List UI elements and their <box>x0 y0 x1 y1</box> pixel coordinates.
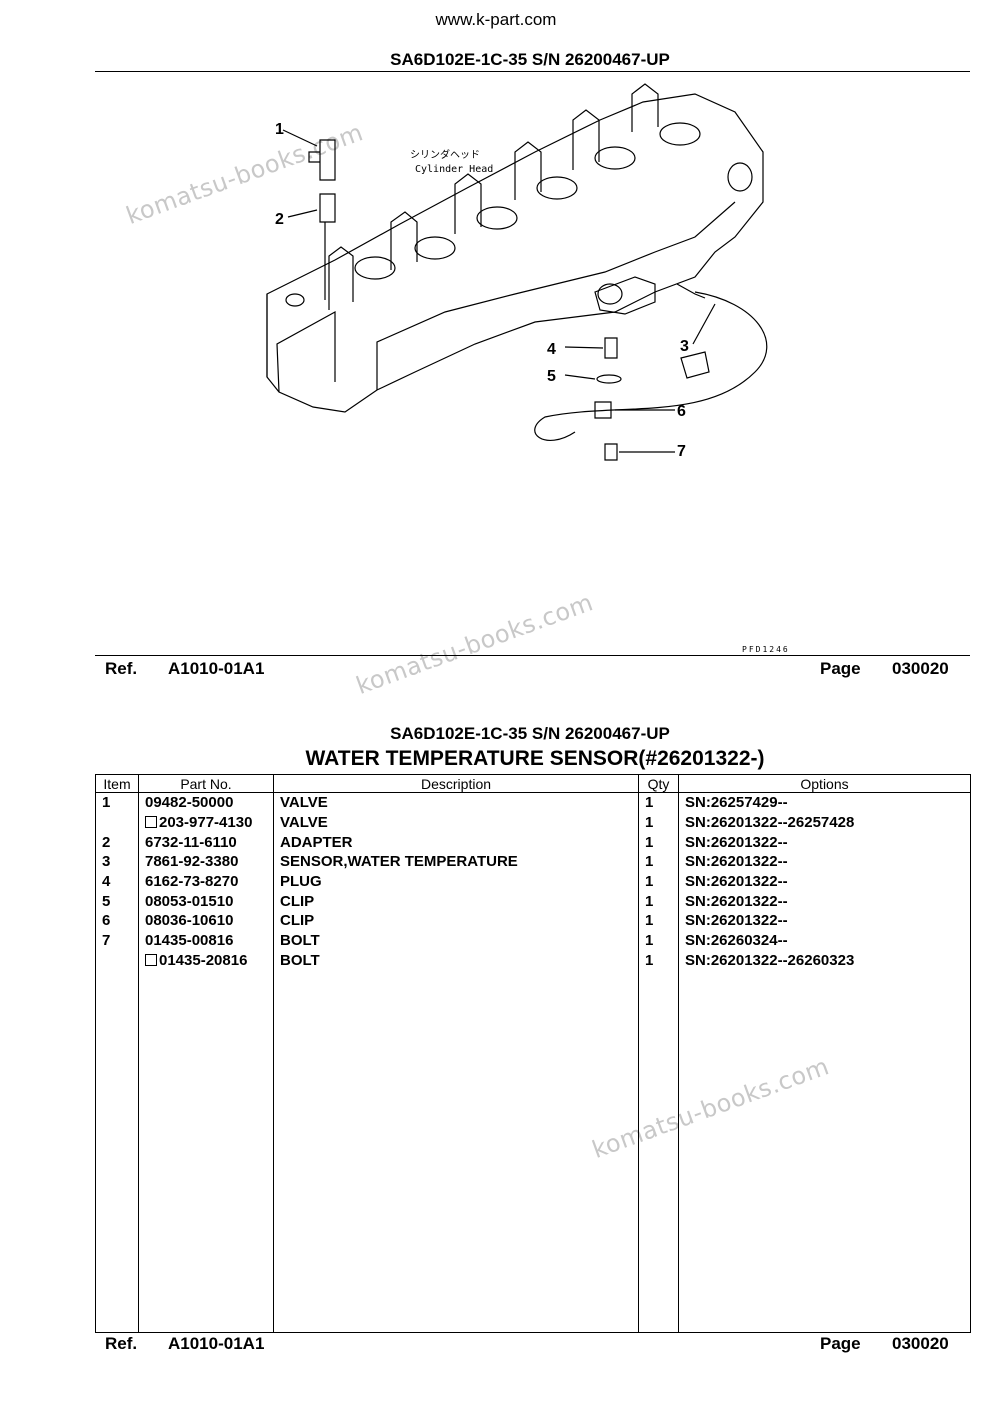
description-cell: VALVE <box>273 792 639 813</box>
options-cell: SN:26201322-- <box>678 911 971 931</box>
col-qty: Qty <box>638 774 679 793</box>
part-no-text: 7861-92-3380 <box>145 853 239 871</box>
col-description: Description <box>273 774 639 793</box>
ref-label-bottom: Ref. <box>105 1334 138 1353</box>
callout-3: 3 <box>680 338 689 355</box>
alternate-part-marker <box>145 953 157 966</box>
part-no-cell: 6162-73-8270 <box>138 871 274 892</box>
part-no-text: 08053-01510 <box>145 892 234 910</box>
qty-cell: 1 <box>638 812 679 833</box>
part-no-text: 203-977-4130 <box>159 814 253 832</box>
table-row: 7 01435-00816 BOLT 1 SN:26260324-- <box>95 930 971 951</box>
options-cell: SN:26201322--26260323 <box>678 950 971 971</box>
page-number-bottom: 030020 <box>892 1334 949 1353</box>
part-no-text: 6732-11-6110 <box>145 833 237 851</box>
site-url: www.k-part.com <box>435 10 557 29</box>
model-header-2: SA6D102E-1C-35 S/N 26200467-UP <box>390 724 670 743</box>
qty-cell: 1 <box>638 911 679 931</box>
item-cell: 3 <box>95 852 139 872</box>
diagram-label-jp: シリンダヘッド <box>410 148 480 161</box>
item-cell: 6 <box>95 911 139 931</box>
alternate-part-marker <box>145 816 157 829</box>
item-cell: 1 <box>95 792 139 813</box>
parts-table: Item Part No. Description Qty Options 1 … <box>95 774 971 1334</box>
table-row: 2 6732-11-6110 ADAPTER 1 SN:26201322-- <box>95 832 971 853</box>
description-cell: ADAPTER <box>273 832 639 853</box>
item-cell: 7 <box>95 930 139 951</box>
part-no-text: 01435-00816 <box>145 932 234 950</box>
ref-label: Ref. <box>105 659 138 678</box>
description-cell: VALVE <box>273 812 639 833</box>
page-label-bottom: Page <box>820 1334 861 1353</box>
callout-1: 1 <box>275 121 284 138</box>
description-cell: CLIP <box>273 891 639 912</box>
options-cell: SN:26260324-- <box>678 930 971 951</box>
ref-code: A1010-01A1 <box>168 659 265 678</box>
model-header: SA6D102E-1C-35 S/N 26200467-UP <box>390 50 670 69</box>
table-row: 4 6162-73-8270 PLUG 1 SN:26201322-- <box>95 871 971 892</box>
ref-code-bottom: A1010-01A1 <box>168 1334 265 1353</box>
qty-cell: 1 <box>638 792 679 813</box>
options-cell: SN:26201322-- <box>678 871 971 892</box>
qty-cell: 1 <box>638 891 679 912</box>
part-no-cell: 01435-00816 <box>138 930 274 951</box>
table-row: 6 08036-10610 CLIP 1 SN:26201322-- <box>95 911 971 931</box>
table-row: 1 09482-50000 VALVE 1 SN:26257429-- <box>95 792 971 813</box>
part-no-cell: 08036-10610 <box>138 911 274 931</box>
item-cell: 5 <box>95 891 139 912</box>
item-cell <box>95 950 139 971</box>
description-cell: SENSOR,WATER TEMPERATURE <box>273 852 639 872</box>
header-rule <box>95 71 970 72</box>
part-no-cell: 6732-11-6110 <box>138 832 274 853</box>
table-row: 01435-20816 BOLT 1 SN:26201322--26260323 <box>95 950 971 971</box>
table-header-row: Item Part No. Description Qty Options <box>95 774 971 793</box>
table-row: 3 7861-92-3380 SENSOR,WATER TEMPERATURE … <box>95 852 971 872</box>
callout-2: 2 <box>275 211 284 228</box>
part-no-text: 6162-73-8270 <box>145 873 239 891</box>
drawing-code: PFD1246 <box>742 645 790 654</box>
callout-6: 6 <box>677 403 686 420</box>
qty-cell: 1 <box>638 950 679 971</box>
part-no-text: 09482-50000 <box>145 794 234 812</box>
col-part-no: Part No. <box>138 774 274 793</box>
table-row: 203-977-4130 VALVE 1 SN:26201322--262574… <box>95 812 971 833</box>
options-cell: SN:26257429-- <box>678 792 971 813</box>
ref-rule <box>95 655 970 656</box>
part-no-cell: 09482-50000 <box>138 792 274 813</box>
qty-cell: 1 <box>638 852 679 872</box>
part-no-cell: 7861-92-3380 <box>138 852 274 872</box>
callout-4: 4 <box>547 341 556 358</box>
part-no-cell: 08053-01510 <box>138 891 274 912</box>
page-label: Page <box>820 659 861 678</box>
item-cell: 4 <box>95 871 139 892</box>
exploded-view-diagram: シリンダヘッド Cylinder Head 1 2 3 4 5 6 7 PFD1… <box>266 83 790 654</box>
description-cell: BOLT <box>273 950 639 971</box>
table-title: WATER TEMPERATURE SENSOR(#26201322-) <box>305 747 765 770</box>
cylinder-head-outline <box>266 93 764 413</box>
description-cell: PLUG <box>273 871 639 892</box>
part-no-text: 01435-20816 <box>159 951 248 969</box>
page-number: 030020 <box>892 659 949 678</box>
part-no-cell: 01435-20816 <box>138 950 274 971</box>
qty-cell: 1 <box>638 832 679 853</box>
options-cell: SN:26201322-- <box>678 891 971 912</box>
options-cell: SN:26201322--26257428 <box>678 812 971 833</box>
options-cell: SN:26201322-- <box>678 852 971 872</box>
description-cell: BOLT <box>273 930 639 951</box>
callout-5: 5 <box>547 368 556 385</box>
qty-cell: 1 <box>638 871 679 892</box>
item-cell <box>95 812 139 833</box>
table-filler-row <box>95 970 971 1334</box>
callout-7: 7 <box>677 443 686 460</box>
part-no-text: 08036-10610 <box>145 912 234 930</box>
description-cell: CLIP <box>273 911 639 931</box>
item-cell: 2 <box>95 832 139 853</box>
options-cell: SN:26201322-- <box>678 832 971 853</box>
col-item: Item <box>95 774 139 793</box>
diagram-label-en: Cylinder Head <box>415 164 493 175</box>
table-row: 5 08053-01510 CLIP 1 SN:26201322-- <box>95 891 971 912</box>
col-options: Options <box>678 774 971 793</box>
qty-cell: 1 <box>638 930 679 951</box>
part-no-cell: 203-977-4130 <box>138 812 274 833</box>
